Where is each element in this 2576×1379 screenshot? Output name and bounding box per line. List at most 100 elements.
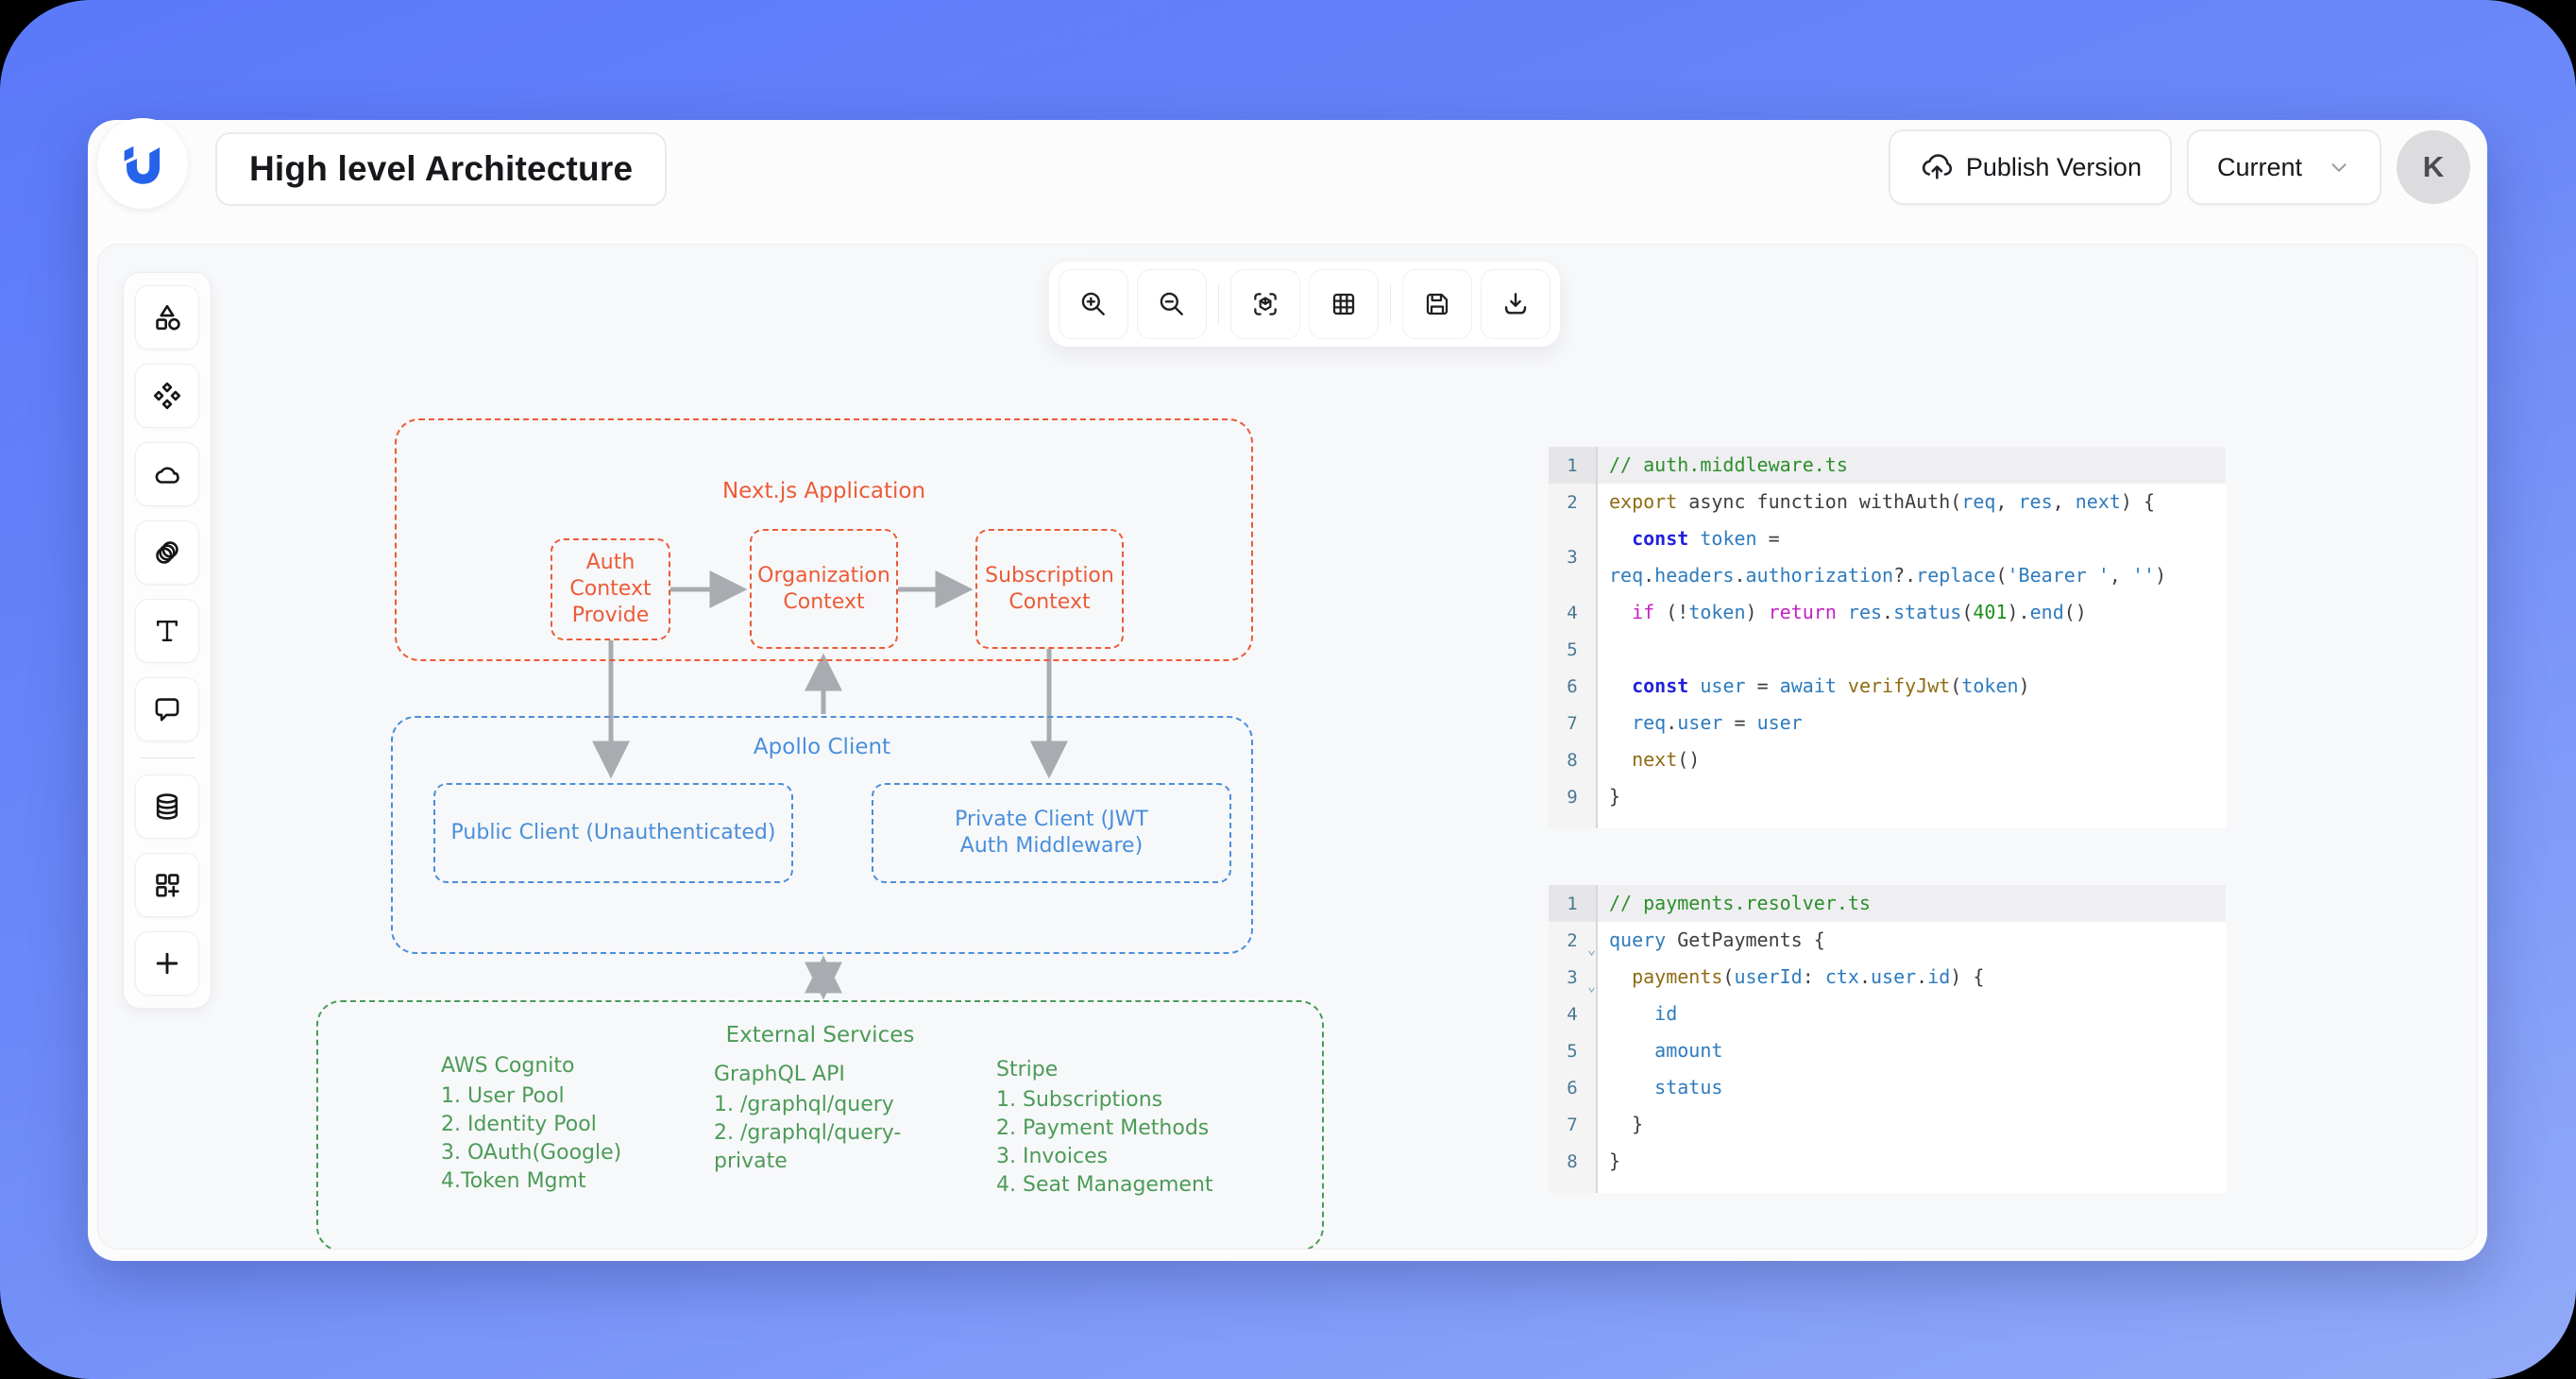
line-number: 1 (1549, 885, 1598, 922)
download-icon (1504, 293, 1527, 315)
comment-icon (155, 698, 179, 722)
node-organization-context[interactable]: Organization Context (750, 529, 898, 649)
components-tool-button[interactable] (135, 364, 199, 428)
list-item: 1. Subscriptions (996, 1088, 1163, 1112)
line-number: 4 (1549, 594, 1598, 631)
code-line: 4 if (!token) return res.status(401).end… (1549, 594, 2226, 631)
publish-version-label: Publish Version (1965, 152, 2142, 181)
save-button[interactable] (1402, 269, 1472, 339)
fold-chevron-icon[interactable]: ⌄ (1586, 941, 1596, 958)
app-logo-icon (124, 145, 161, 184)
external-group-aws-cognito: AWS Cognito 1. User Pool 2. Identity Pool… (441, 1052, 668, 1196)
shapes-icon (156, 304, 180, 331)
database-tool-button[interactable] (135, 775, 199, 839)
group-external-title: External Services (725, 1023, 915, 1047)
toolbar-divider (1390, 283, 1391, 325)
code-line: 1// payments.resolver.ts (1549, 885, 2226, 922)
line-number: 9 (1549, 778, 1598, 815)
external-group-items: 1. User Pool 2. Identity Pool 3. OAuth(Goo… (441, 1082, 668, 1196)
line-number: 3⌄ (1549, 959, 1598, 996)
comment-tool-button[interactable] (135, 677, 199, 741)
blocks-add-tool-button[interactable] (135, 853, 199, 917)
list-item: 1. /graphql/query (714, 1093, 894, 1116)
group-apollo-title: Apollo Client (753, 735, 891, 759)
code-line: 4 id (1549, 996, 2226, 1032)
download-button[interactable] (1481, 269, 1551, 339)
user-avatar-initial: K (2422, 150, 2445, 183)
external-group-title: AWS Cognito (441, 1054, 575, 1078)
app-logo[interactable] (97, 118, 188, 209)
external-group-title: Stripe (996, 1058, 1059, 1081)
code-line: 1// auth.middleware.ts (1549, 447, 2226, 484)
document-title[interactable]: High level Architecture (215, 132, 668, 206)
grid-toggle-button[interactable] (1309, 269, 1379, 339)
list-item: 3. OAuth(Google) (441, 1141, 622, 1165)
code-line: 8} (1549, 1143, 2226, 1180)
diagram-canvas[interactable]: Next.js Application Auth Context Provide… (97, 244, 2478, 1250)
cloud-upload-icon (1922, 154, 1952, 179)
document-title-text: High level Architecture (249, 149, 634, 188)
zoom-out-icon (1160, 292, 1183, 315)
header-actions: Publish Version Current K (1888, 129, 2470, 205)
group-nextjs-title: Next.js Application (721, 479, 926, 503)
line-number: 8 (1549, 1143, 1598, 1180)
fit-view-button[interactable] (1230, 269, 1300, 339)
version-dropdown-value: Current (2216, 152, 2302, 181)
fold-chevron-icon[interactable]: ⌄ (1586, 978, 1596, 995)
blocks-add-icon (156, 874, 179, 897)
group-external-services[interactable]: External Services AWS Cognito 1. User Po… (316, 1000, 1324, 1249)
list-item: 4. Seat Management (996, 1173, 1213, 1197)
line-number: 6 (1549, 668, 1598, 705)
user-avatar[interactable]: K (2397, 130, 2470, 204)
line-number: 8 (1549, 741, 1598, 778)
group-nextjs-application[interactable]: Next.js Application (395, 418, 1253, 661)
add-tool-button[interactable] (135, 931, 199, 996)
line-number: 2⌄ (1549, 922, 1598, 959)
node-auth-context-provider[interactable]: Auth Context Provide (551, 538, 670, 640)
zoom-in-icon (1081, 292, 1105, 315)
publish-version-button[interactable]: Publish Version (1888, 129, 2172, 205)
rings-icon (156, 541, 178, 564)
node-private-client[interactable]: Private Client (JWT Auth Middleware) (872, 783, 1231, 883)
rings-tool-button[interactable] (135, 520, 199, 585)
list-item: 2. Payment Methods (996, 1116, 1210, 1140)
version-dropdown[interactable]: Current (2186, 129, 2381, 205)
group-apollo-client[interactable]: Apollo Client (391, 716, 1253, 954)
cloud-tool-button[interactable] (135, 442, 199, 506)
list-item: 2. Identity Pool (441, 1113, 597, 1136)
code-line: 5 amount (1549, 1032, 2226, 1069)
line-number: 1 (1549, 447, 1598, 484)
diamond-cluster-icon (153, 382, 181, 410)
node-subscription-context[interactable]: Subscription Context (975, 529, 1124, 649)
zoom-in-button[interactable] (1059, 269, 1128, 339)
code-block-padding (1549, 1180, 2226, 1193)
line-number: 7 (1549, 705, 1598, 741)
zoom-out-button[interactable] (1137, 269, 1207, 339)
line-number: 3 (1549, 520, 1598, 594)
shapes-tool-button[interactable] (135, 285, 199, 349)
code-line: 5 (1549, 631, 2226, 668)
tool-sidebar (123, 272, 212, 1009)
line-number: 7 (1549, 1106, 1598, 1143)
code-block-padding (1549, 815, 2226, 828)
toolbar-divider (1218, 283, 1219, 325)
text-tool-button[interactable] (135, 599, 199, 663)
save-icon (1426, 293, 1449, 315)
cube-scan-icon (1254, 293, 1277, 315)
cloud-icon (155, 467, 179, 484)
code-line: 3⌄ payments(userId: ctx.user.id) { (1549, 959, 2226, 996)
code-line: 2⌄query GetPayments { (1549, 922, 2226, 959)
list-item: 1. User Pool (441, 1084, 565, 1108)
node-public-client[interactable]: Public Client (Unauthenticated) (433, 783, 793, 883)
code-line: 3 const token = req.headers.authorizatio… (1549, 520, 2226, 594)
code-line: 6 status (1549, 1069, 2226, 1106)
external-group-title: GraphQL API (714, 1063, 845, 1086)
database-icon (156, 793, 178, 820)
line-number: 5 (1549, 1032, 1598, 1069)
